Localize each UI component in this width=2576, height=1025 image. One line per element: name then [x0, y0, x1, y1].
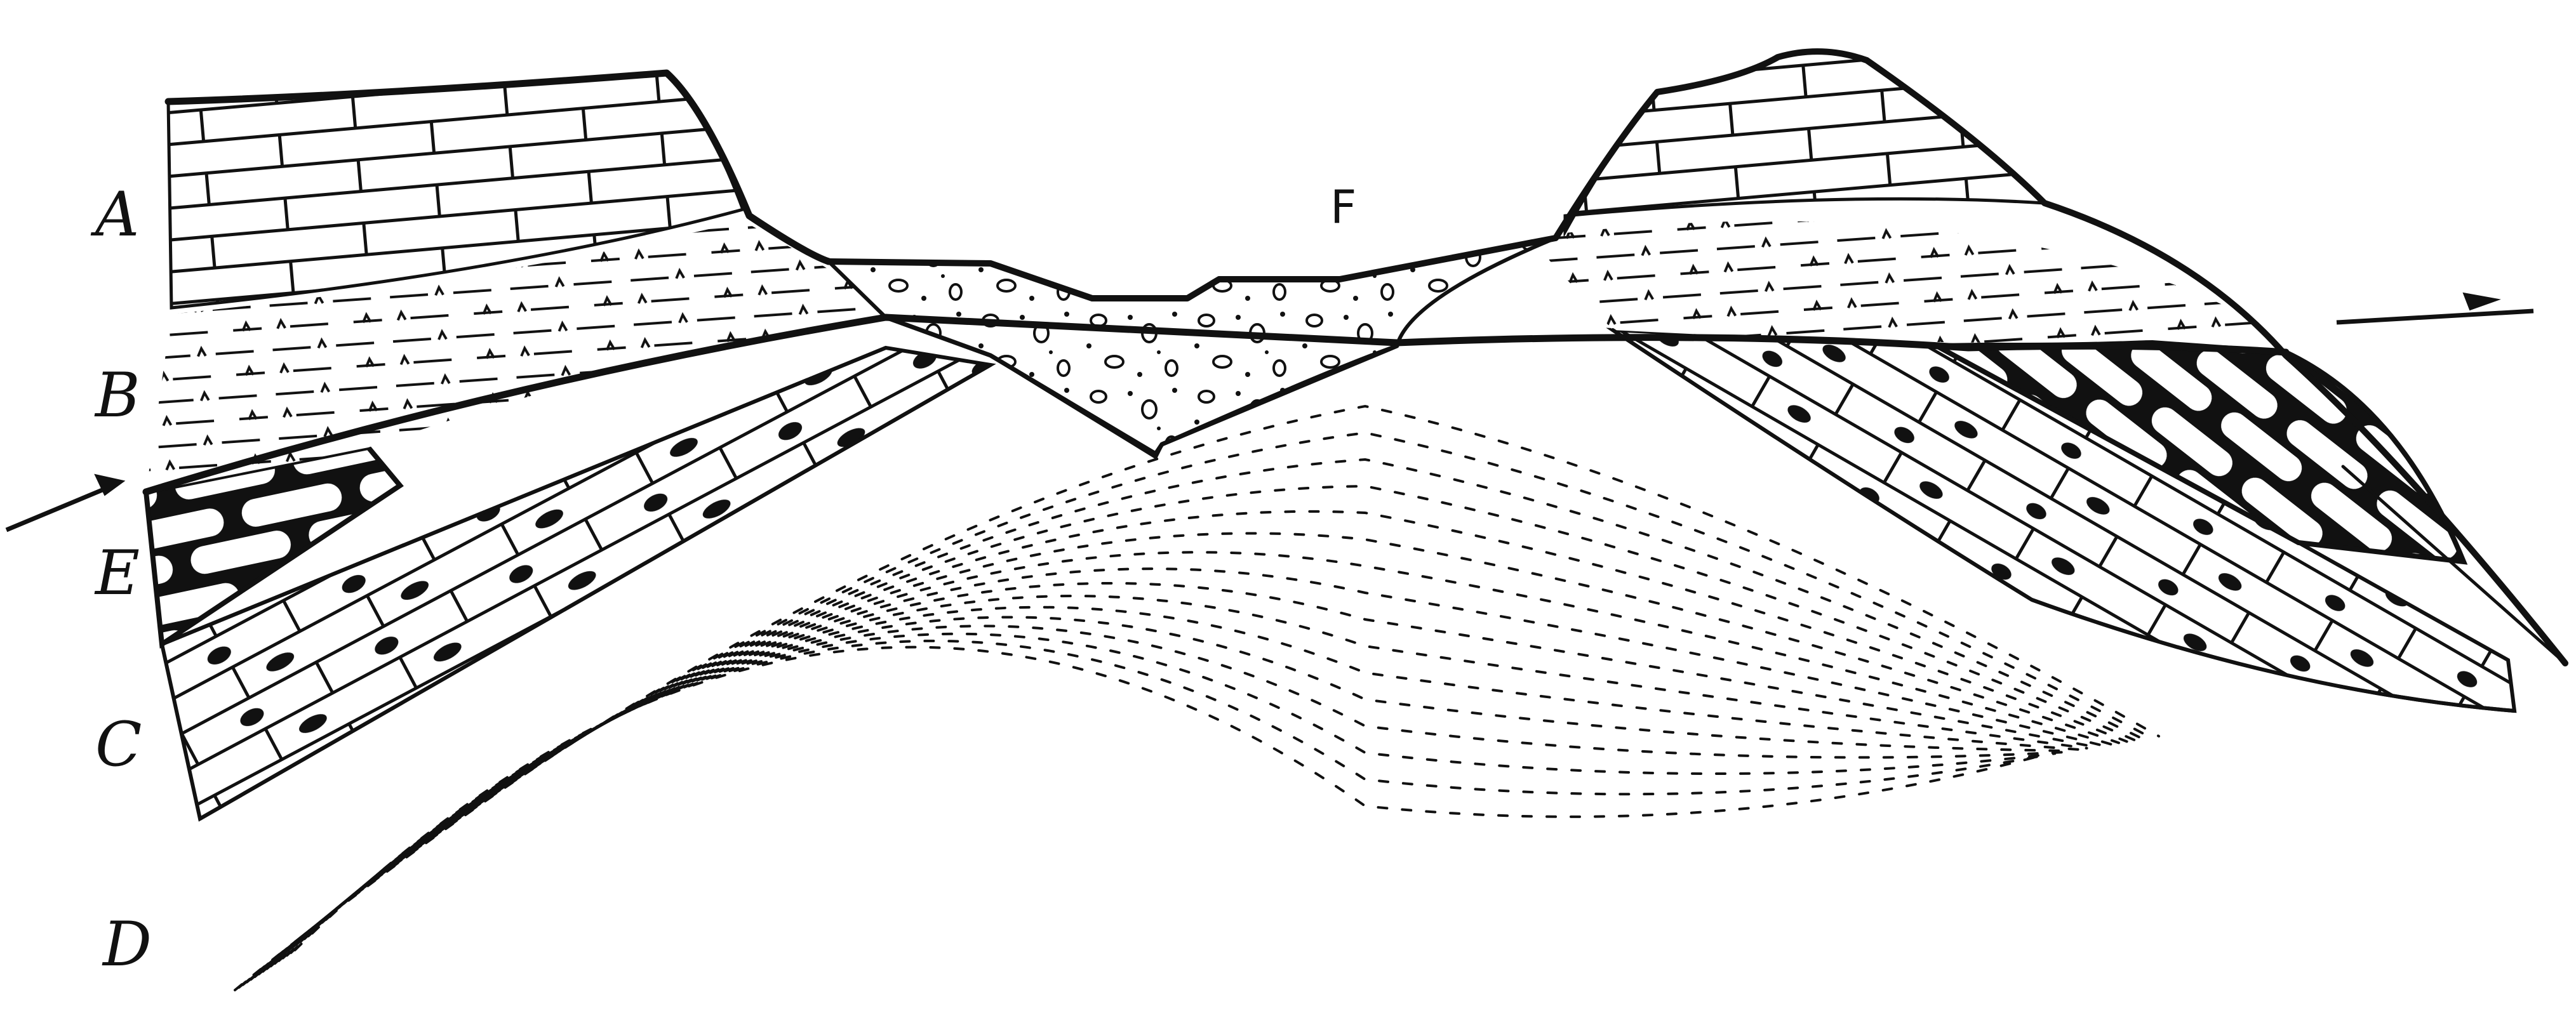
layer-b-left	[146, 221, 886, 492]
layer-label-e: E	[95, 538, 140, 609]
layer-label-d: D	[103, 909, 152, 980]
layer-d-schist	[234, 404, 2160, 991]
layer-label-b: B	[95, 360, 140, 431]
schist-foliation-line	[262, 567, 2104, 973]
layer-label-f: F	[1330, 180, 1357, 234]
layer-b-right	[1549, 221, 2260, 343]
schist-foliation-line	[293, 645, 2040, 951]
schist-foliation-line	[290, 639, 2048, 955]
section-outlines	[142, 48, 2568, 821]
right-arrow	[2336, 292, 2534, 325]
schist-foliation-line	[281, 625, 2064, 960]
schist-foliation-line	[257, 551, 2112, 975]
schist-foliation-line	[265, 582, 2097, 970]
layer-f-conglomerate	[824, 236, 1557, 460]
layer-label-c: C	[95, 709, 142, 780]
layer-label-a: A	[95, 179, 140, 250]
left-arrow	[5, 473, 126, 532]
schist-foliation-line	[277, 616, 2072, 962]
schist-foliation-line	[241, 458, 2144, 986]
schist-foliation-line	[285, 632, 2057, 957]
schist-foliation-line	[237, 431, 2152, 989]
